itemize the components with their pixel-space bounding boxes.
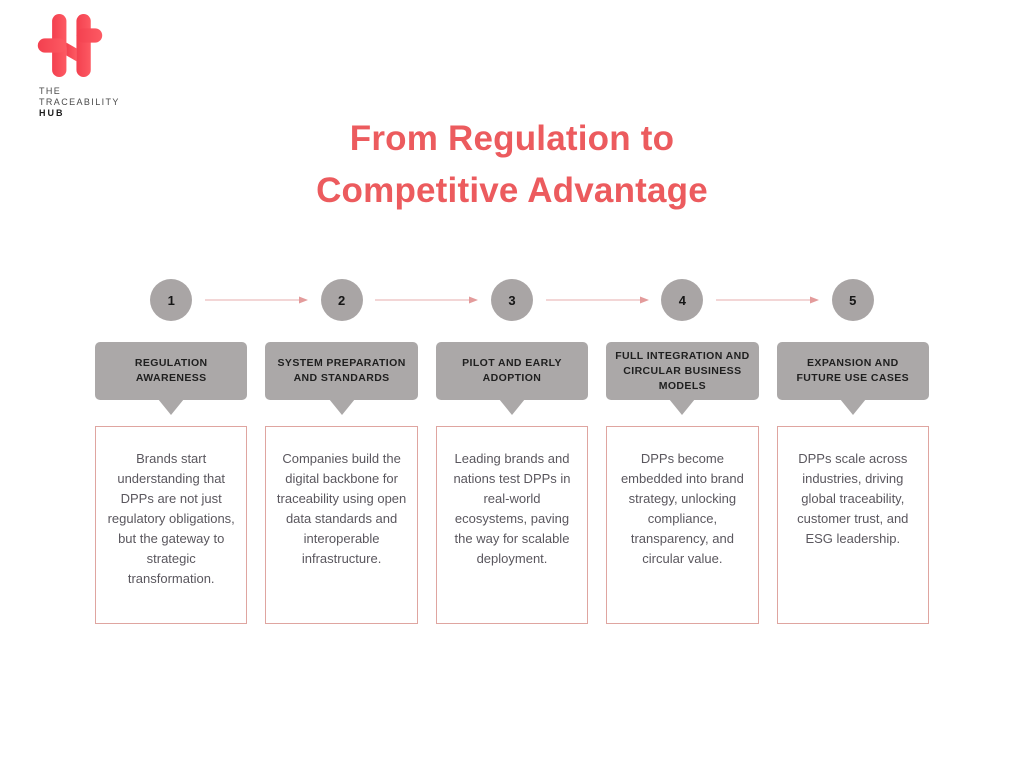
arrow-right-icon	[546, 296, 649, 304]
step-5-header: EXPANSION AND FUTURE USE CASES	[776, 342, 929, 415]
step-header-row: REGULATION AWARENESS SYSTEM PREPARATION …	[95, 342, 929, 415]
step-4-header: FULL INTEGRATION AND CIRCULAR BUSINESS M…	[606, 342, 759, 415]
traceability-hub-logo: THE TRACEABILITY HUB	[31, 14, 151, 119]
page-title: From Regulation to Competitive Advantage	[0, 113, 1024, 217]
arrow-right-icon	[375, 296, 478, 304]
step-3-card: Leading brands and nations test DPPs in …	[435, 426, 589, 624]
step-3-circle-cell: 3	[436, 279, 588, 321]
traceability-hub-logo-icon	[37, 14, 103, 77]
step-1-header-label: REGULATION AWARENESS	[95, 342, 248, 400]
step-5-circle-cell: 5	[777, 279, 929, 321]
step-2-header-label: SYSTEM PREPARATION AND STANDARDS	[265, 342, 418, 400]
pointer-down-icon	[839, 399, 866, 415]
step-2-header: SYSTEM PREPARATION AND STANDARDS	[265, 342, 418, 415]
step-5-card: DPPs scale across industries, driving gl…	[776, 426, 929, 624]
step-1-number-badge: 1	[150, 279, 193, 321]
step-3-header-label: PILOT AND EARLY ADOPTION	[435, 342, 589, 400]
step-4-header-label: FULL INTEGRATION AND CIRCULAR BUSINESS M…	[606, 342, 759, 400]
step-4-circle-cell: 4	[606, 279, 758, 321]
timeline: 1 2 3 4 5	[95, 279, 929, 624]
step-1-circle-cell: 1	[95, 279, 247, 321]
pointer-down-icon	[498, 399, 525, 415]
logo-wordmark: THE TRACEABILITY HUB	[39, 86, 151, 119]
step-2-card: Companies build the digital backbone for…	[265, 426, 418, 624]
step-2-number-badge: 2	[320, 279, 363, 321]
page-title-line-1: From Regulation to	[349, 119, 675, 158]
arrow-right-icon	[205, 296, 308, 304]
arrow-right-icon	[716, 296, 819, 304]
pointer-down-icon	[669, 399, 696, 415]
step-2-circle-cell: 2	[265, 279, 417, 321]
step-1-header: REGULATION AWARENESS	[95, 342, 248, 415]
logo-line-hub: HUB	[39, 108, 65, 118]
step-number-row: 1 2 3 4 5	[95, 279, 929, 321]
logo-line-the: THE	[39, 86, 62, 96]
page-title-line-2: Competitive Advantage	[316, 171, 708, 210]
step-card-row: Brands start understanding that DPPs are…	[95, 426, 929, 624]
pointer-down-icon	[328, 399, 355, 415]
step-5-number-badge: 5	[831, 279, 874, 321]
logo-line-traceability: TRACEABILITY	[39, 97, 120, 107]
step-4-number-badge: 4	[661, 279, 704, 321]
step-3-number-badge: 3	[490, 279, 533, 321]
step-4-card: DPPs become embedded into brand strategy…	[606, 426, 759, 624]
step-3-header: PILOT AND EARLY ADOPTION	[435, 342, 589, 415]
pointer-down-icon	[158, 399, 185, 415]
step-5-header-label: EXPANSION AND FUTURE USE CASES	[776, 342, 929, 400]
step-1-card: Brands start understanding that DPPs are…	[95, 426, 248, 624]
